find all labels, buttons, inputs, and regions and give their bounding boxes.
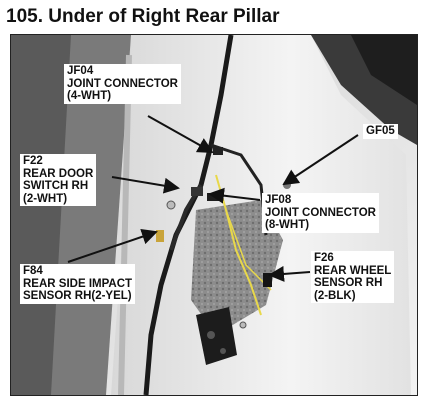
label-f84-name: REAR SIDE IMPACT [23, 277, 133, 290]
label-f22-code: F22 [23, 155, 43, 167]
label-f26-name: REAR WHEEL [314, 264, 392, 277]
label-jf08-code: JF08 [265, 194, 292, 206]
label-f22: F22 REAR DOOR SWITCH RH (2-WHT) [20, 154, 97, 206]
label-f22-name2: SWITCH RH [23, 180, 89, 192]
label-f22-spec: (2-WHT) [23, 192, 68, 205]
label-jf04: JF04 JOINT CONNECTOR (4-WHT) [64, 64, 181, 104]
diagram-title: 105. Under of Right Rear Pillar [6, 6, 280, 27]
label-gf05-code: GF05 [366, 125, 395, 137]
label-gf05: GF05 [363, 124, 398, 139]
label-jf08-name: JOINT CONNECTOR [265, 206, 376, 219]
label-f22-name: REAR DOOR [23, 167, 94, 180]
label-f26: F26 REAR WHEEL SENSOR RH (2-BLK) [311, 251, 395, 303]
label-f26-code: F26 [314, 252, 334, 264]
label-jf04-name: JOINT CONNECTOR [67, 77, 178, 90]
label-f26-name2: SENSOR RH [314, 277, 383, 289]
label-f84-spec: SENSOR RH(2-YEL) [23, 290, 132, 302]
label-jf04-spec: (4-WHT) [67, 90, 112, 102]
label-f84-code: F84 [23, 265, 43, 277]
label-jf08: JF08 JOINT CONNECTOR (8-WHT) [262, 193, 379, 233]
label-jf04-code: JF04 [67, 65, 94, 77]
label-f26-spec: (2-BLK) [314, 289, 356, 302]
label-jf08-spec: (8-WHT) [265, 219, 310, 231]
label-f84: F84 REAR SIDE IMPACT SENSOR RH(2-YEL) [20, 264, 136, 304]
